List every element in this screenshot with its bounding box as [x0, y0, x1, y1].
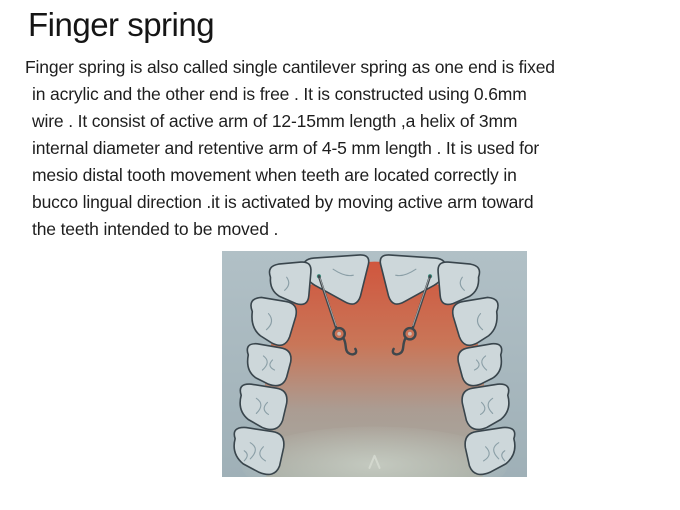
body-line: mesio distal tooth movement when teeth a… — [32, 165, 517, 185]
body-line: the teeth intended to be moved . — [32, 219, 279, 239]
helix-coil — [332, 326, 347, 341]
body-line: wire . It consist of active arm of 12-15… — [32, 111, 518, 131]
half-arch — [233, 254, 370, 476]
slide-title: Finger spring — [28, 6, 215, 43]
palate — [264, 261, 485, 477]
body-text: Finger spring is also called single cant… — [25, 54, 555, 243]
model-base-glow — [241, 426, 508, 477]
body-line: internal diameter and retentive arm of 4… — [32, 138, 540, 158]
base-arrow-mark — [368, 454, 381, 469]
first-premolar — [246, 342, 292, 387]
body-line: Finger spring is also called single cant… — [25, 57, 555, 77]
finger-spring — [316, 274, 358, 356]
lateral-incisor — [268, 261, 312, 306]
wire-highlight — [319, 277, 337, 327]
teeth — [233, 254, 370, 476]
finger-spring-photo — [222, 251, 527, 477]
retentive-arm-hook — [341, 336, 358, 356]
tooth-detail-lines — [243, 268, 354, 462]
molar — [233, 426, 285, 476]
body-line: in acrylic and the other end is free . I… — [32, 84, 527, 104]
dental-arch-figure — [222, 251, 527, 477]
body-line: bucco lingual direction .it is activated… — [32, 192, 534, 212]
second-premolar — [239, 383, 288, 431]
helix-core — [337, 331, 342, 336]
canine — [250, 296, 298, 347]
